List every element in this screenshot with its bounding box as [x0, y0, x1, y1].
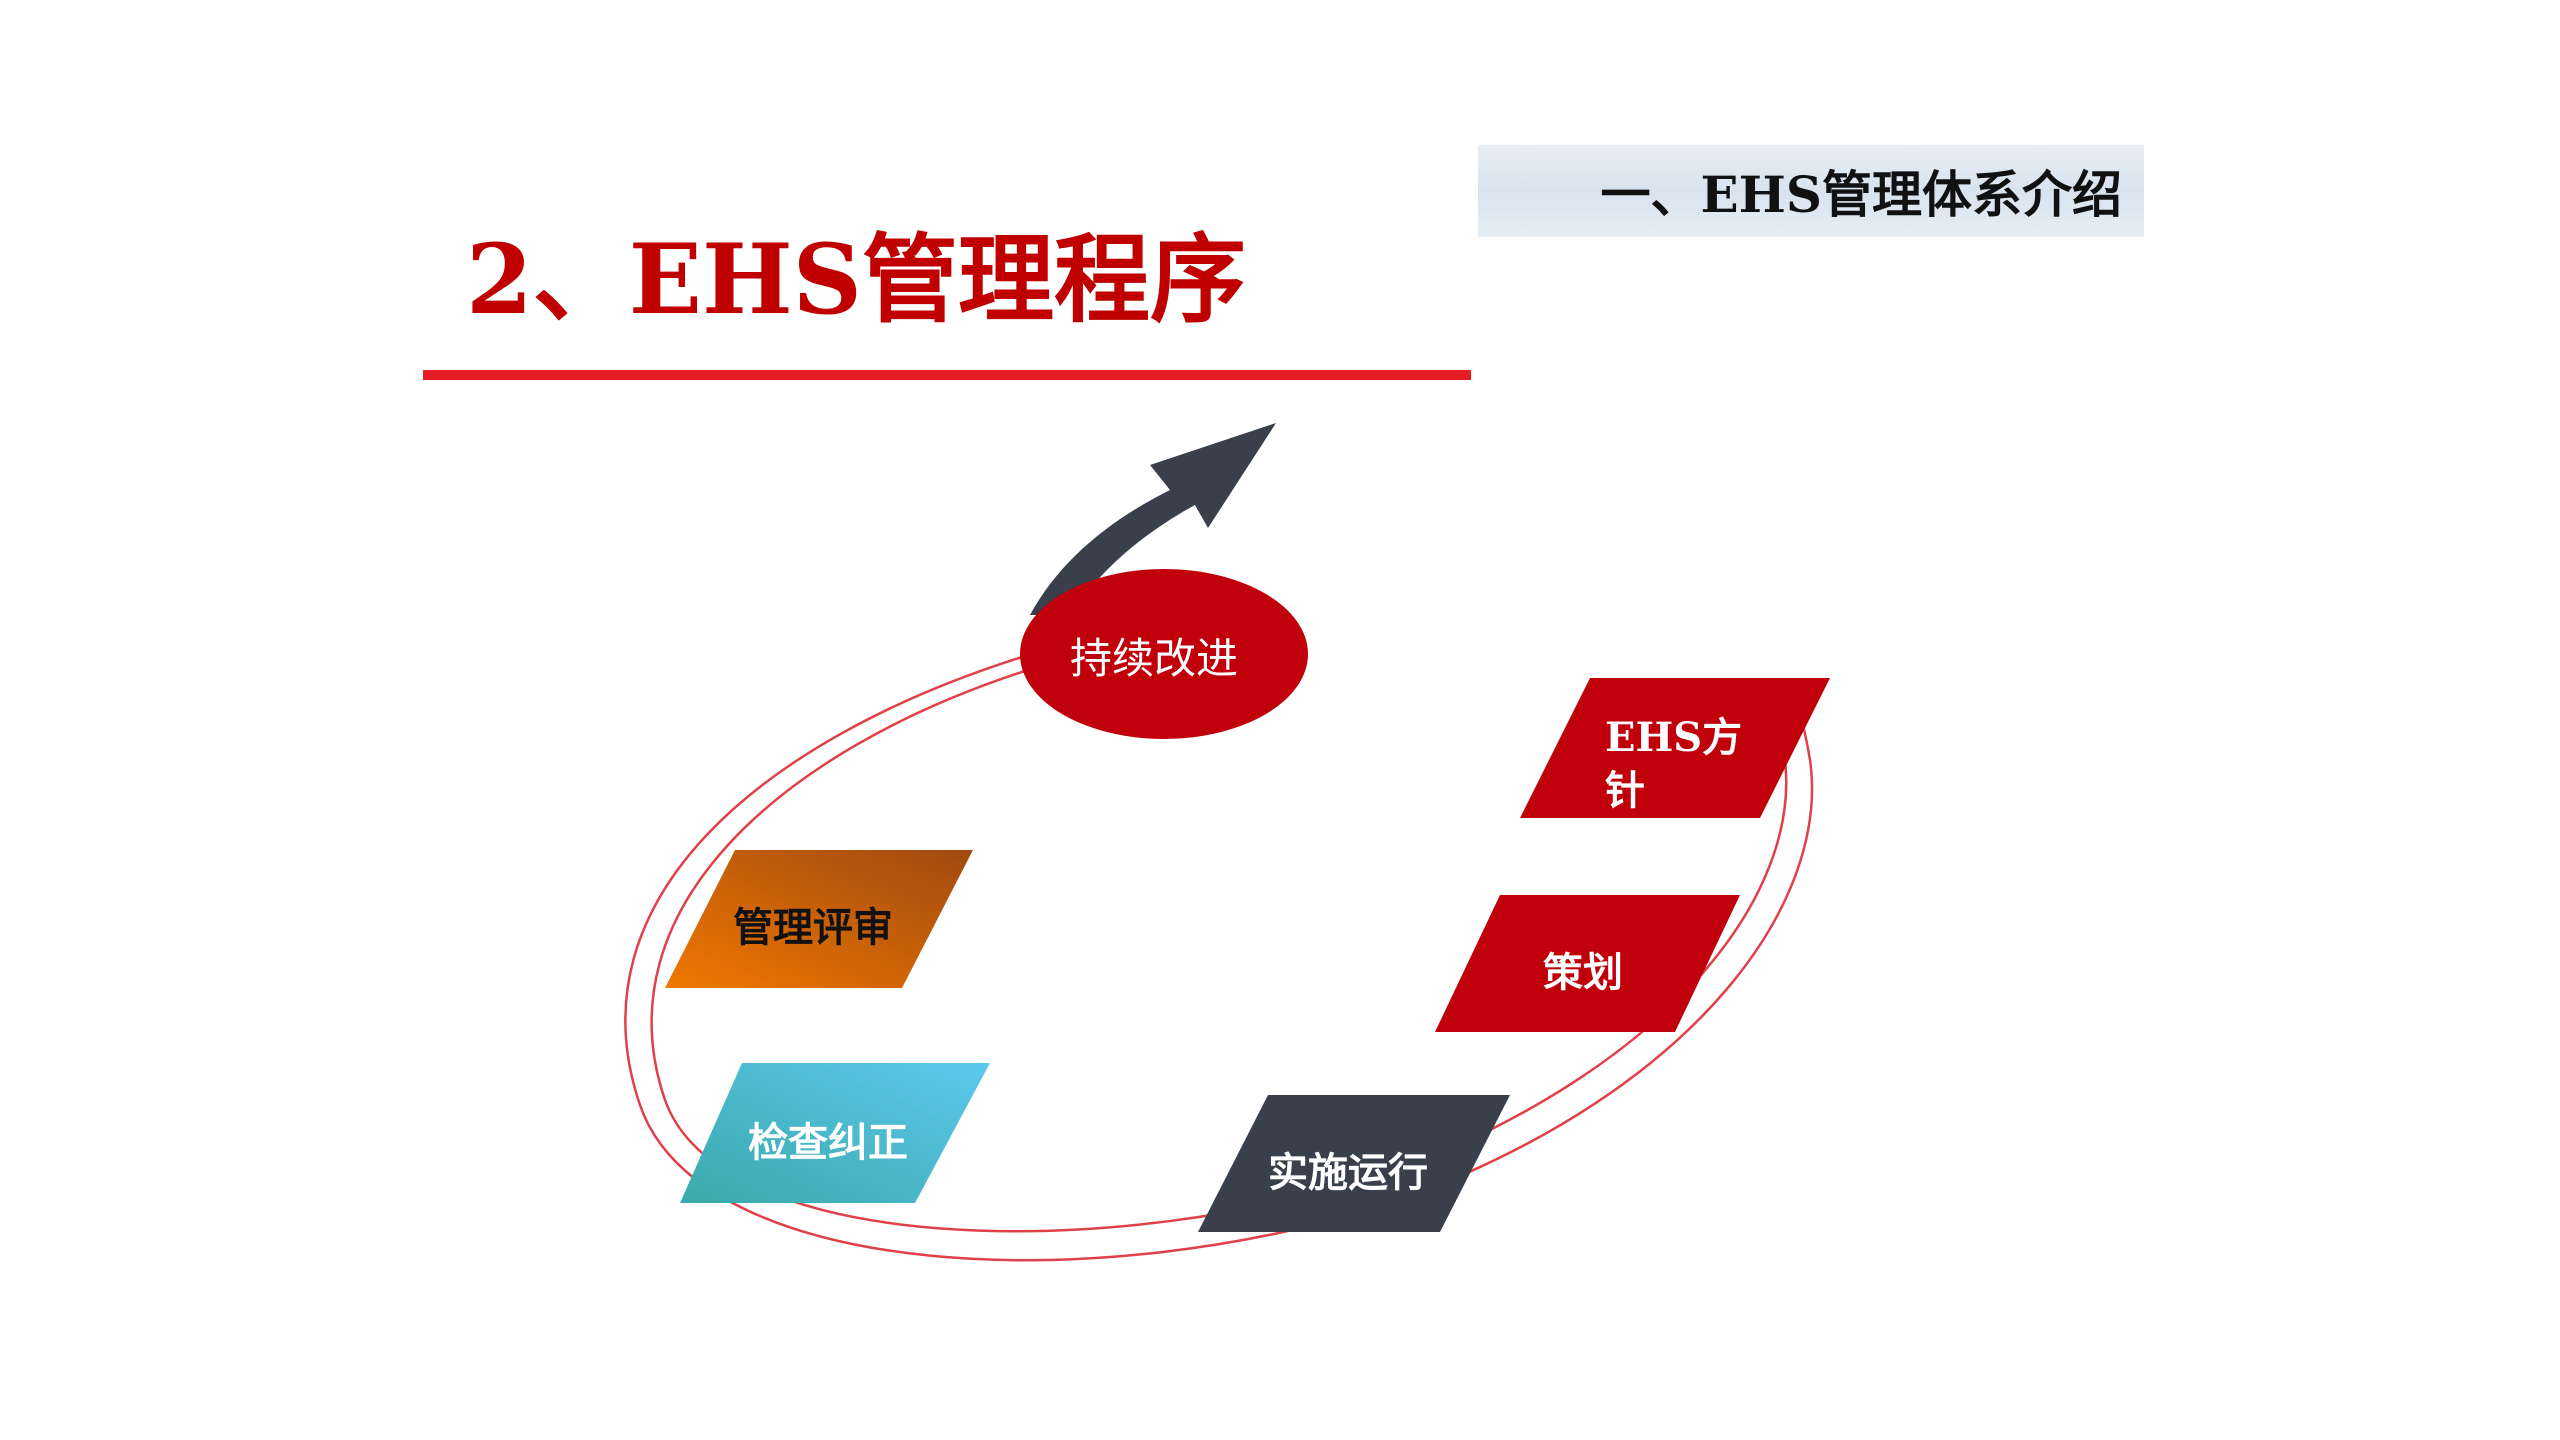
review-label: 管理评审 [733, 905, 893, 951]
continuous-improvement-label: 持续改进 [1070, 634, 1239, 683]
title-underline [423, 370, 1471, 380]
ehs-policy-label-line2: 针 [1605, 768, 1645, 814]
continuous-improvement-node [1020, 569, 1308, 739]
section-tag: 一、EHS管理体系介绍 [1478, 145, 2144, 237]
checking-label: 检查纠正 [748, 1120, 908, 1166]
ehs-policy-label-line1: EHS方 [1605, 714, 1743, 761]
planning-label: 策划 [1543, 950, 1623, 996]
review-node [665, 850, 973, 988]
page-title: 2、EHS管理程序 [466, 223, 1246, 336]
implementation-node [1198, 1095, 1510, 1232]
section-title: 一、EHS管理体系介绍 [1600, 165, 2122, 224]
implementation-label: 实施运行 [1268, 1150, 1428, 1196]
checking-node [680, 1063, 990, 1203]
ehs-policy-node [1520, 678, 1830, 818]
planning-node [1435, 895, 1740, 1032]
improvement-arrow [1030, 423, 1276, 615]
